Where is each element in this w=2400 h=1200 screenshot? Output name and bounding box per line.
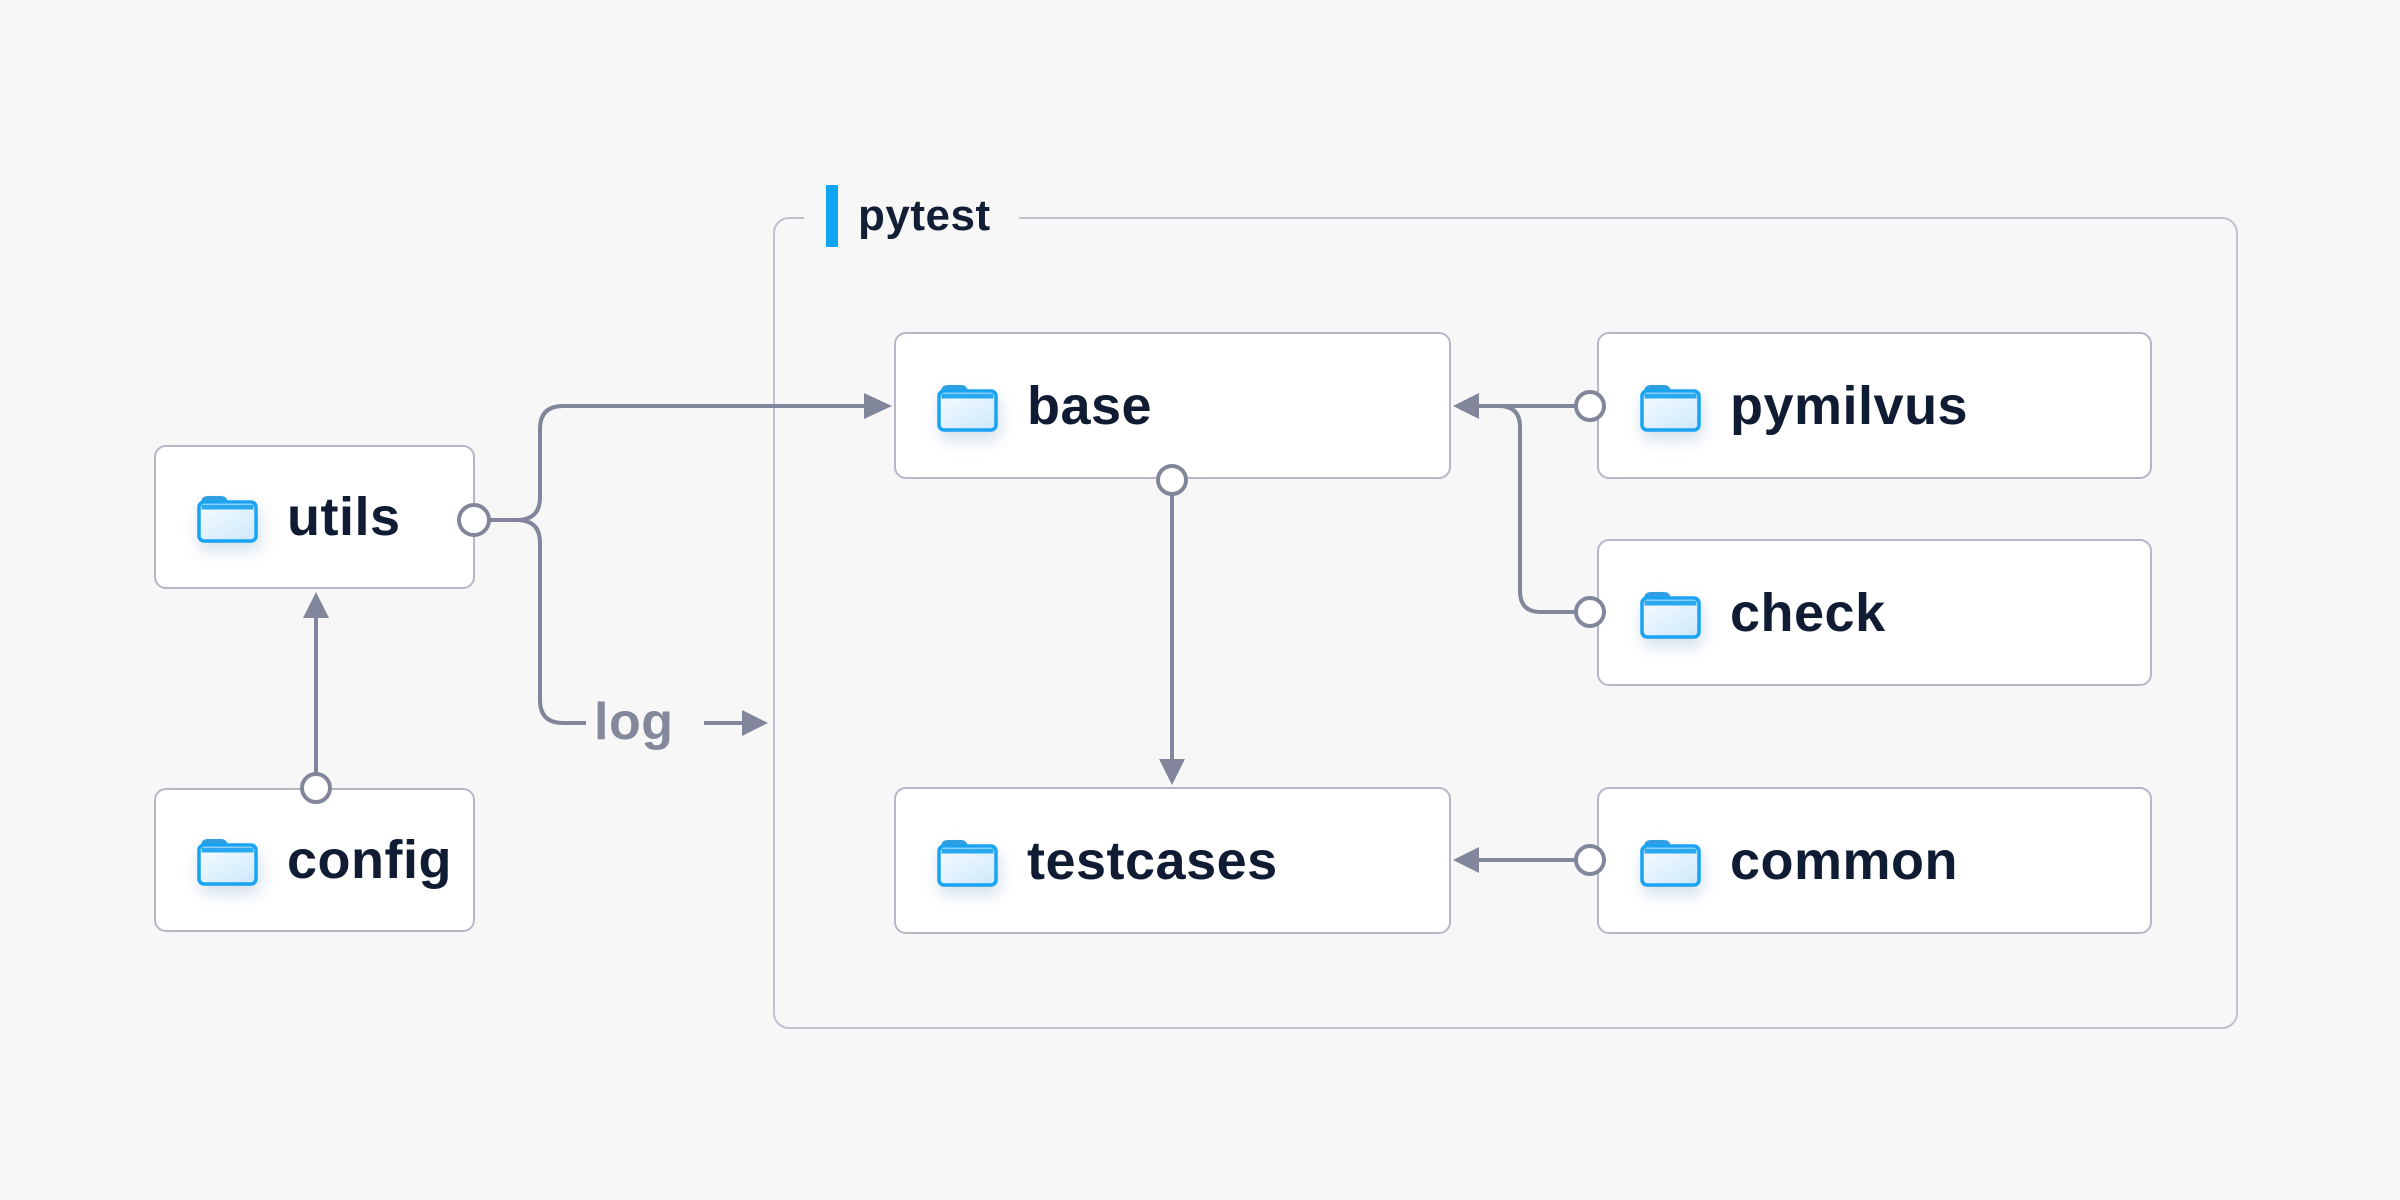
edge-config-utils (300, 592, 332, 804)
folder-icon (194, 832, 260, 888)
node-check-label: check (1730, 582, 1886, 643)
node-config: config (154, 788, 475, 932)
node-testcases: testcases (894, 787, 1451, 934)
node-utils-label: utils (287, 487, 401, 547)
folder-icon (934, 378, 1000, 434)
accent-bar (826, 185, 838, 247)
node-testcases-label: testcases (1027, 830, 1278, 891)
node-config-label: config (287, 830, 452, 890)
pytest-group-label: pytest (804, 183, 1019, 249)
node-pymilvus-label: pymilvus (1730, 375, 1969, 436)
arrowhead-into-utils (303, 592, 329, 618)
folder-icon (1637, 378, 1703, 434)
arrowhead-log (742, 710, 768, 736)
edge-label-log: log (594, 693, 674, 751)
node-pymilvus: pymilvus (1597, 332, 2152, 479)
folder-icon (1637, 585, 1703, 641)
node-base: base (894, 332, 1451, 479)
pytest-group-title: pytest (858, 191, 991, 240)
folder-icon (194, 489, 260, 545)
folder-icon (1637, 833, 1703, 889)
node-common: common (1597, 787, 2152, 934)
node-base-label: base (1027, 375, 1153, 436)
pytest-group-box (773, 217, 2238, 1029)
node-common-label: common (1730, 830, 1959, 891)
node-check: check (1597, 539, 2152, 686)
folder-icon (934, 833, 1000, 889)
node-utils: utils (154, 445, 475, 589)
